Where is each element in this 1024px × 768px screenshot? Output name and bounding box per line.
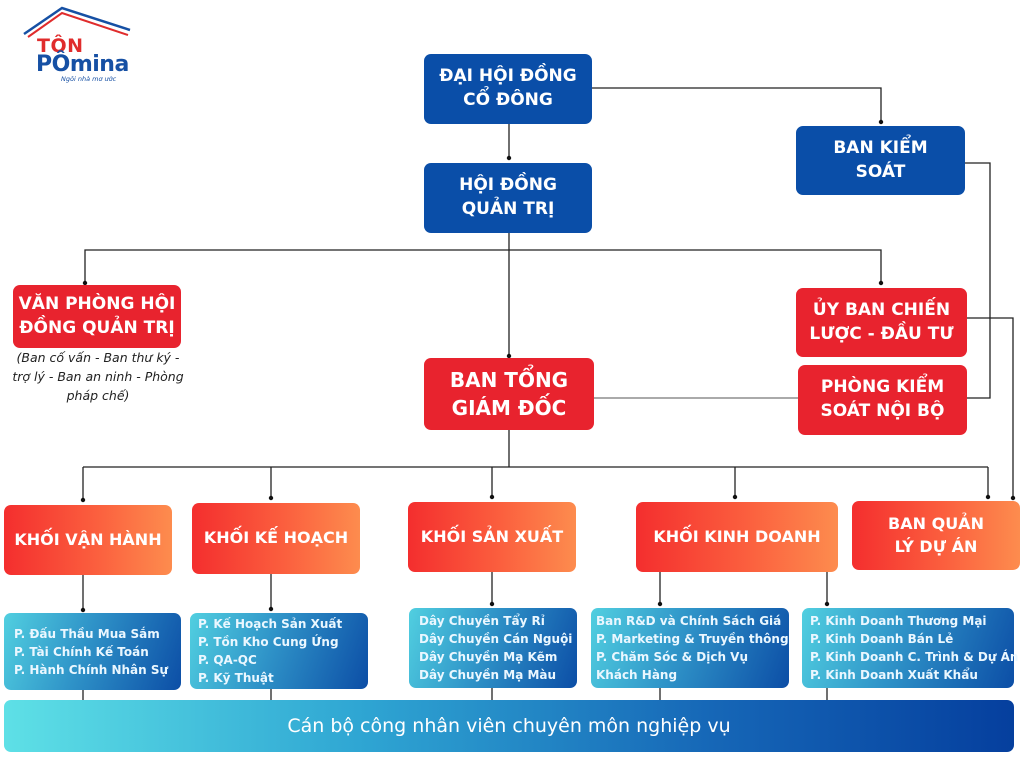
dept-item: Khách Hàng [596,668,678,682]
node-board-label: HỘI ĐỒNG QUẢN TRỊ [459,175,557,219]
division-production-label: KHỐI SẢN XUẤT [420,526,564,546]
division-planning: KHỐI KẾ HOẠCH [192,503,360,574]
dept-box-planning: P. Kế Hoạch Sản Xuất P. Tồn Kho Cung Ứng… [190,613,368,689]
node-executive-board: BAN TỔNG GIÁM ĐỐC [424,358,594,430]
division-sales: KHỐI KINH DOANH [636,502,838,572]
division-project-management: BAN QUẢN LÝ DỰ ÁN [852,501,1020,570]
division-sales-label: KHỐI KINH DOANH [653,526,821,546]
node-supervisory-board: BAN KIỂM SOÁT [796,126,965,195]
dept-item: Dây Chuyền Tẩy Rỉ [419,614,545,628]
dept-item: P. QA-QC [198,653,257,667]
dept-item: P. Tài Chính Kế Toán [14,644,149,659]
division-production: KHỐI SẢN XUẤT [408,502,576,572]
logo-slogan: Ngôi nhà mơ ước [61,75,117,83]
dept-box-production: Dây Chuyền Tẩy Rỉ Dây Chuyền Cán Nguội D… [409,608,577,688]
node-strategy-label: ỦY BAN CHIẾN LƯỢC - ĐẦU TƯ [809,299,954,344]
connector-strategy-pmb [967,317,1014,498]
division-planning-label: KHỐI KẾ HOẠCH [203,528,349,548]
node-strategy-committee: ỦY BAN CHIẾN LƯỢC - ĐẦU TƯ [796,288,967,357]
node-internal-audit-label: PHÒNG KIỂM SOÁT NỘI BỘ [820,377,945,421]
dept-item: P. Tồn Kho Cung Ứng [198,635,339,649]
logo-brand-o: Ô [51,52,71,77]
dept-box-sales-support: Ban R&D và Chính Sách Giá P. Marketing &… [591,608,789,688]
node-shareholders-meeting: ĐẠI HỘI ĐỒNG CỔ ĐÔNG [424,54,592,124]
division-operations-label: KHỐI VẬN HÀNH [14,529,162,549]
dept-box-operations: P. Đấu Thầu Mua Sắm P. Tài Chính Kế Toán… [4,613,181,690]
staff-label: Cán bộ công nhân viên chuyên môn nghiệp … [287,715,731,737]
dept-item: Dây Chuyền Cán Nguội [419,632,573,646]
node-executive-label: BAN TỔNG GIÁM ĐỐC [449,368,569,420]
board-office-note: (Ban cố vấn - Ban thư ký - trợ lý - Ban … [12,350,184,403]
dept-item: P. Marketing & Truyền thông [596,632,789,646]
logo-brand-p: P [36,52,52,77]
dept-item: Ban R&D và Chính Sách Giá [596,614,782,628]
node-board-of-directors: HỘI ĐỒNG QUẢN TRỊ [424,163,592,233]
connector-shareholders-supervisory [592,87,882,122]
node-shareholders-label: ĐẠI HỘI ĐỒNG CỔ ĐÔNG [439,66,577,110]
dept-item: P. Chăm Sóc & Dịch Vụ [596,650,749,664]
connector-supervisory-audit [965,162,991,399]
dept-item: P. Kinh Doanh C. Trình & Dự Án [810,650,1019,664]
logo-ton-text: TÔN [37,35,84,57]
dept-item: P. Kinh Doanh Bán Lẻ [810,632,954,646]
logo-brand-suffix: mina [69,52,129,77]
division-operations: KHỐI VẬN HÀNH [4,505,172,575]
dept-item: P. Hành Chính Nhân Sự [14,662,169,677]
dept-item: Dây Chuyền Mạ Màu [419,668,557,682]
node-board-office: VĂN PHÒNG HỘI ĐỒNG QUẢN TRỊ [13,285,181,348]
staff-bar: Cán bộ công nhân viên chuyên môn nghiệp … [4,700,1014,752]
dept-item: Dây Chuyền Mạ Kẽm [419,650,558,664]
connector-board-bus [84,249,882,282]
dept-item: P. Kinh Doanh Thương Mại [810,614,987,628]
logo-brand-text: PÔmina [36,52,129,77]
division-project-management-label: BAN QUẢN LÝ DỰ ÁN [888,514,984,556]
dept-box-sales-business: P. Kinh Doanh Thương Mại P. Kinh Doanh B… [802,608,1019,688]
node-board-office-label: VĂN PHÒNG HỘI ĐỒNG QUẢN TRỊ [18,293,176,338]
node-supervisory-label: BAN KIỂM SOÁT [833,137,928,182]
dept-item: P. Kỹ Thuật [198,671,274,685]
dept-item: P. Kinh Doanh Xuất Khẩu [810,668,978,682]
node-internal-audit: PHÒNG KIỂM SOÁT NỘI BỘ [798,365,967,435]
dept-item: P. Đấu Thầu Mua Sắm [14,626,160,641]
roof-icon [23,6,131,38]
dept-item: P. Kế Hoạch Sản Xuất [198,617,343,631]
